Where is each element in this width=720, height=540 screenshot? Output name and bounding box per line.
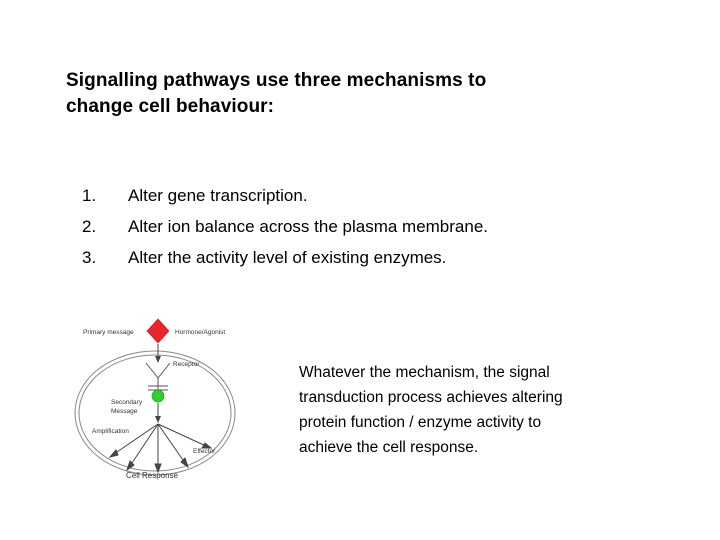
secondary-messenger-circle-icon bbox=[151, 389, 165, 403]
label-primary-message: Primary message bbox=[83, 329, 134, 336]
list-item-label: Alter ion balance across the plasma memb… bbox=[128, 217, 489, 236]
page-title-line-2: change cell behaviour: bbox=[66, 96, 275, 117]
summary-paragraph-line-3: protein function / enzyme activity to bbox=[299, 414, 542, 431]
list-item: 2. Alter ion balance across the plasma m… bbox=[82, 211, 662, 242]
hormone-diamond-icon bbox=[146, 318, 170, 344]
page-title-line-1: Signalling pathways use three mechanisms… bbox=[66, 70, 487, 91]
label-secondary-message-line-2: Message bbox=[111, 408, 138, 415]
hormone-to-receptor-arrow bbox=[155, 344, 161, 363]
list-item-number: 1. bbox=[82, 186, 97, 205]
summary-paragraph-line-2: transduction process achieves altering bbox=[299, 389, 563, 406]
label-cell-response: Cell Response bbox=[126, 471, 179, 480]
mechanisms-list: 1. Alter gene transcription. 2. Alter io… bbox=[82, 180, 662, 273]
page-title: Signalling pathways use three mechanisms… bbox=[66, 68, 656, 120]
list-item-number: 3. bbox=[82, 248, 97, 267]
label-secondary-message-line-1: Secondary bbox=[111, 399, 143, 406]
cell-membrane-ellipse bbox=[74, 350, 236, 476]
list-item-number: 2. bbox=[82, 217, 97, 236]
list-item: 3. Alter the activity level of existing … bbox=[82, 242, 662, 273]
list-item: 1. Alter gene transcription. bbox=[82, 180, 662, 211]
list-item-label: Alter the activity level of existing enz… bbox=[128, 248, 447, 267]
diagram-labels: Primary message Hormone/Agonist Receptor… bbox=[83, 329, 225, 480]
amplification-arrow-fan bbox=[108, 423, 213, 474]
label-effector: Effector bbox=[193, 448, 216, 455]
messenger-to-effector-arrow bbox=[155, 403, 161, 423]
label-hormone-agonist: Hormone/Agonist bbox=[175, 329, 225, 336]
receptor-icon bbox=[145, 362, 171, 391]
list-item-label: Alter gene transcription. bbox=[128, 186, 308, 205]
summary-paragraph: Whatever the mechanism, the signal trans… bbox=[299, 360, 661, 460]
summary-paragraph-line-1: Whatever the mechanism, the signal bbox=[299, 364, 550, 381]
signal-transduction-diagram: Primary message Hormone/Agonist Receptor… bbox=[66, 306, 282, 506]
label-receptor: Receptor bbox=[173, 361, 200, 368]
label-amplification: Amplification bbox=[92, 428, 129, 435]
summary-paragraph-line-4: achieve the cell response. bbox=[299, 439, 479, 456]
